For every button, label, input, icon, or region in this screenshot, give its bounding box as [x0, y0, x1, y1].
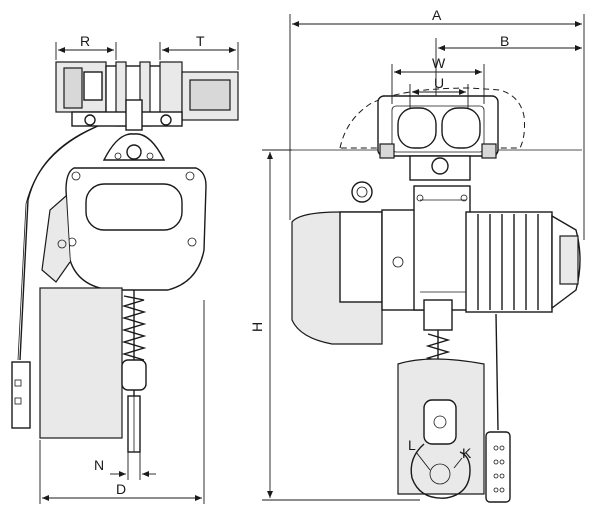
side-view-trolley: [55, 61, 239, 131]
dim-L: L: [408, 437, 431, 471]
side-view-pendant: [11, 125, 99, 429]
front-view-motor: [465, 211, 581, 313]
beam-outline: [339, 87, 525, 149]
label-U: U: [434, 75, 444, 91]
label-T: T: [196, 33, 205, 49]
front-view: A B W U H L: [249, 7, 585, 503]
dim-D: D: [39, 300, 205, 504]
side-view-chain-container: [39, 287, 123, 439]
front-view-trolley: [377, 95, 499, 181]
front-view-body: [413, 185, 471, 311]
dim-N: N: [94, 452, 156, 480]
label-A: A: [432, 7, 442, 23]
side-view-chain: [121, 290, 147, 453]
label-N: N: [94, 457, 104, 473]
bottom-hook: [410, 399, 471, 499]
dim-W: W: [391, 55, 485, 104]
label-H: H: [249, 322, 265, 332]
front-view-gearbox: [291, 209, 423, 345]
front-view-pendant: [485, 313, 511, 503]
dim-A: A: [289, 7, 585, 240]
label-B: B: [500, 33, 509, 49]
label-R: R: [80, 33, 90, 49]
label-K: K: [462, 445, 472, 461]
side-view-body: [41, 167, 207, 291]
label-L: L: [408, 437, 416, 453]
dim-H: H: [249, 149, 420, 501]
top-eye: [351, 181, 373, 203]
side-view-hanger: [102, 133, 166, 161]
label-D: D: [116, 481, 126, 497]
dim-R: R: [55, 33, 117, 60]
side-view: R T N D: [11, 33, 239, 504]
dim-K: K: [453, 445, 472, 469]
dim-U: U: [409, 75, 469, 108]
dim-T: T: [159, 33, 239, 70]
label-W: W: [432, 55, 446, 71]
dim-B: B: [435, 33, 582, 96]
